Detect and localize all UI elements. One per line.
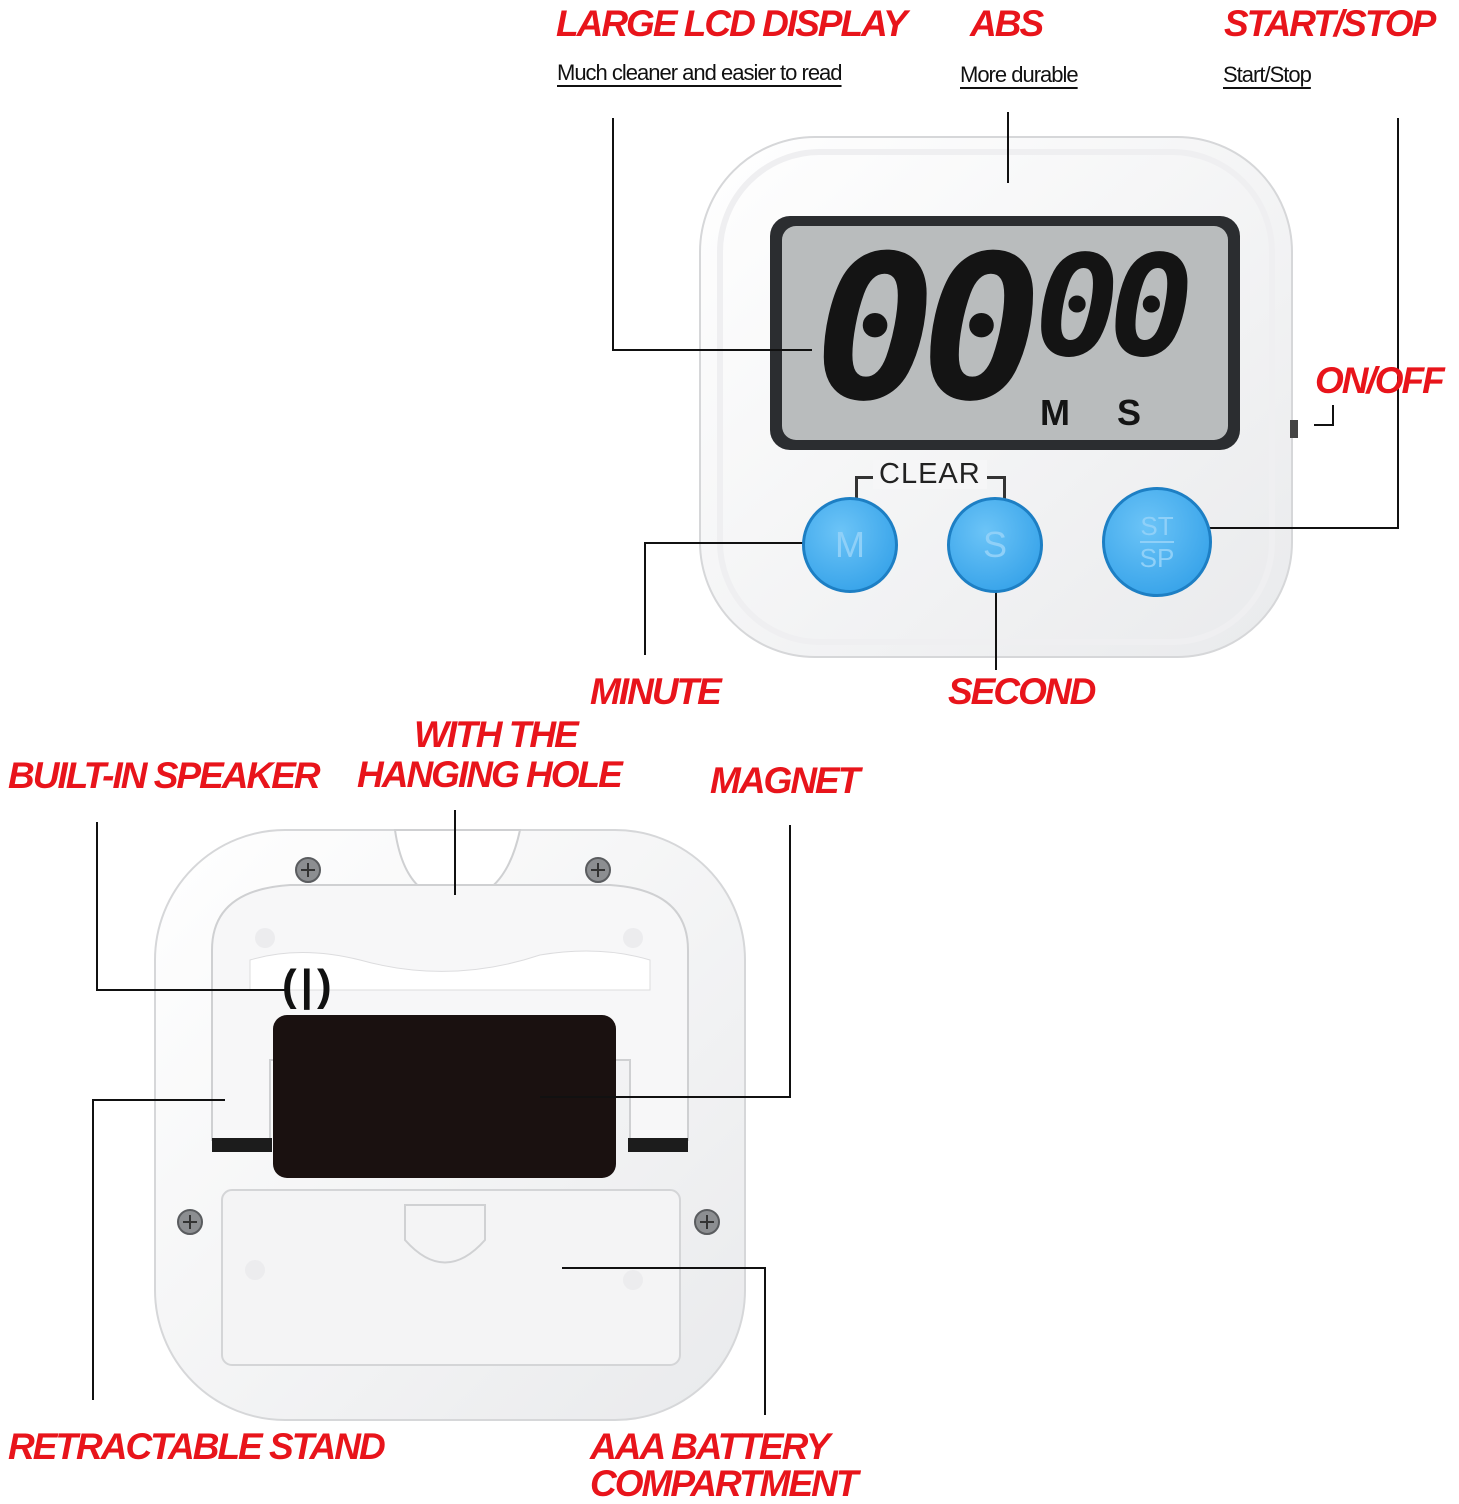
lcd-minutes: 00	[815, 213, 1042, 446]
start-stop-label-top: ST	[1140, 511, 1174, 543]
second-button[interactable]: S	[947, 497, 1043, 593]
callout-hanging-line1: WITH THE	[414, 714, 579, 755]
rubber-foot	[623, 1270, 643, 1290]
callout-startstop-desc: Start/Stop	[1223, 62, 1312, 87]
leader-minute	[644, 542, 818, 655]
second-button-label: S	[982, 524, 1007, 565]
retractable-stand[interactable]	[211, 884, 689, 1141]
callout-hanging-line2: HANGING HOLE	[357, 754, 623, 795]
callout-magnet: MAGNET	[710, 760, 860, 801]
start-stop-button[interactable]: ST SP	[1102, 487, 1212, 597]
minute-button-label: M	[835, 524, 865, 565]
callout-abs-title: ABS	[970, 3, 1044, 44]
callout-speaker: BUILT-IN SPEAKER	[8, 755, 321, 796]
speaker-panel	[249, 950, 651, 991]
screw-icon	[295, 857, 321, 883]
rubber-foot	[255, 928, 275, 948]
callout-battery-line1: AAA BATTERY	[590, 1426, 830, 1467]
lcd-seconds: 00	[1035, 226, 1194, 389]
start-stop-label-bottom: SP	[1139, 543, 1175, 573]
callout-abs-desc: More durable	[960, 62, 1079, 87]
leader-speaker	[96, 822, 290, 991]
screw-icon	[694, 1209, 720, 1235]
lcd-unit-minutes: M	[1040, 392, 1070, 433]
leader-battery	[562, 1267, 766, 1415]
speaker-icon: (|)	[282, 961, 336, 1010]
leader-lcd	[612, 118, 812, 351]
lcd-screen	[782, 226, 1228, 440]
onoff-switch[interactable]	[1290, 420, 1298, 438]
callout-onoff: ON/OFF	[1315, 360, 1445, 401]
leader-startstop	[1185, 118, 1399, 529]
callout-startstop-title: START/STOP	[1224, 3, 1436, 44]
callout-battery-line2: COMPARTMENT	[590, 1463, 858, 1504]
lcd-unit-seconds: S	[1117, 392, 1142, 433]
callout-second: SECOND	[948, 671, 1096, 712]
minute-button[interactable]: M	[802, 497, 898, 593]
battery-latch	[404, 1204, 486, 1264]
screw-icon	[585, 857, 611, 883]
rubber-foot	[623, 928, 643, 948]
callout-lcd-desc: Much cleaner and easier to read	[557, 60, 843, 85]
leader-magnet	[540, 825, 791, 1098]
stand-foot-left	[212, 1138, 272, 1152]
callout-minute: MINUTE	[590, 671, 722, 712]
battery-compartment[interactable]	[221, 1189, 681, 1366]
stand-foot-right	[628, 1138, 688, 1152]
callout-lcd-title: LARGE LCD DISPLAY	[556, 3, 908, 44]
screw-icon	[177, 1209, 203, 1235]
clear-label: CLEAR	[873, 460, 987, 489]
rubber-foot	[245, 1260, 265, 1280]
magnet	[273, 1015, 616, 1178]
timer-back	[154, 829, 746, 1421]
callout-stand: RETRACTABLE STAND	[8, 1426, 386, 1467]
leader-stand	[92, 1099, 225, 1400]
leader-onoff	[1314, 405, 1334, 426]
